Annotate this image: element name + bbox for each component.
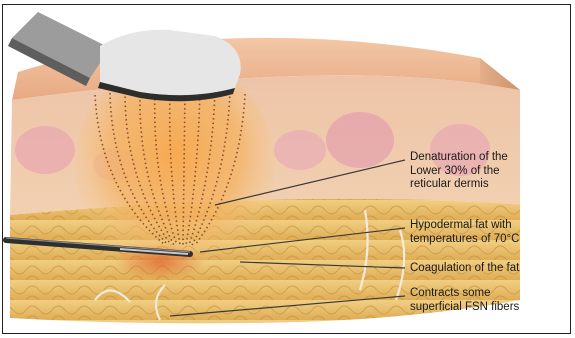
label-denaturation: Denaturation of the Lower 30% of the ret… xyxy=(410,151,508,192)
label-hypodermal-fat: Hypodermal fat with temperatures of 70°C xyxy=(410,219,519,246)
label-contracts-fibers: Contracts some superficial FSN fibers xyxy=(410,287,519,314)
label-coagulation: Coagulation of the fat xyxy=(410,262,519,276)
